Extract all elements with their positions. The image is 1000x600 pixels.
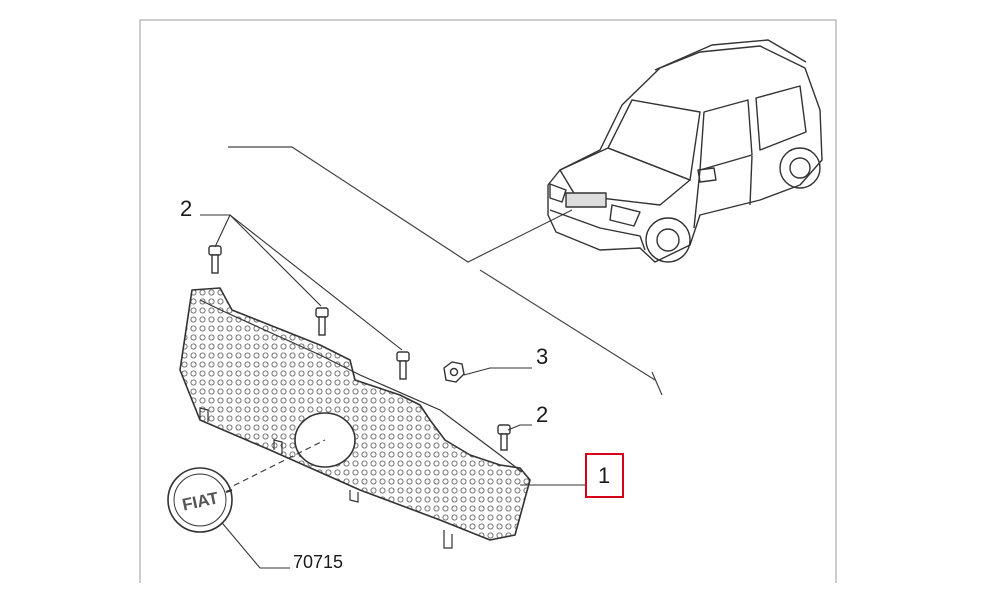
bolt-2	[315, 307, 329, 336]
callout-grille: 1	[598, 463, 611, 488]
emblem-part: FIAT	[167, 467, 233, 533]
bolt-1	[208, 245, 222, 274]
car-illustration	[547, 39, 823, 263]
callout-bolt-right: 2	[536, 402, 549, 427]
callout-nut: 3	[536, 344, 549, 369]
grille-part	[179, 287, 531, 549]
callout-emblem-code: 70715	[293, 552, 344, 572]
bolt-4	[497, 424, 511, 451]
frame-lines	[139, 19, 837, 583]
highlight-box	[585, 453, 624, 498]
callout-leaders	[200, 214, 586, 569]
leader-lines	[228, 146, 663, 396]
nut-part	[443, 361, 465, 383]
bolt-3	[396, 351, 410, 380]
callout-bolt-top: 2	[180, 196, 193, 221]
